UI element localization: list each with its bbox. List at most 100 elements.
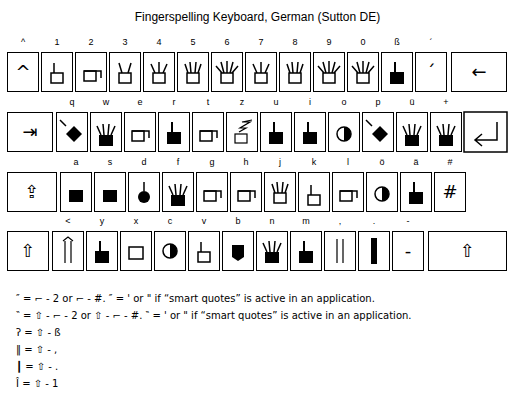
handshape <box>308 185 320 205</box>
key-label: z <box>221 97 263 108</box>
row-three-symbols <box>69 182 423 206</box>
handshape <box>371 238 377 264</box>
key-label: 5 <box>172 37 214 48</box>
handshape <box>129 247 143 259</box>
key-label: ü <box>391 97 433 108</box>
handshape <box>235 120 252 143</box>
key-label: . <box>353 216 395 227</box>
key-label: v <box>183 216 225 227</box>
keyboard-key: ⇧ <box>428 231 507 271</box>
keyboard-key: 6 <box>211 52 243 92</box>
keyboard-key: -- <box>392 231 424 271</box>
keyboard-key: p <box>362 112 394 152</box>
keyboard-key: i <box>294 112 326 152</box>
key-label: f <box>157 157 199 168</box>
keyboard-key: m <box>290 231 322 271</box>
key-glyph: ´ <box>416 53 446 91</box>
keyboard-key: ö <box>366 172 398 212</box>
key-label: # <box>429 157 471 168</box>
keyboard-key: 5 <box>177 52 209 92</box>
key-label: m <box>285 216 327 227</box>
key-glyph: ⇥ <box>8 113 52 151</box>
keyboard-key: k <box>298 172 330 212</box>
keyboard-key: ⇥ <box>7 112 53 152</box>
handshape <box>403 124 421 146</box>
keyboard-key: t <box>192 112 224 152</box>
key-label: q <box>51 97 93 108</box>
key-label: c <box>149 216 191 227</box>
key-label: x <box>115 216 157 227</box>
keyboard-key: o <box>328 112 360 152</box>
footnote: ″ = ⌐ - 2 or ⌐ - #. ″ = ' or " if “smart… <box>16 292 511 305</box>
row-four-symbols <box>63 237 377 264</box>
enter-key <box>464 112 507 152</box>
keyboard-key: s <box>94 172 126 212</box>
key-label: 9 <box>308 37 350 48</box>
key-label: s <box>89 157 131 168</box>
key-label: h <box>225 157 267 168</box>
keyboard-key: f <box>162 172 194 212</box>
footnote: Î = ⇧ - 1 <box>16 377 511 390</box>
keyboard-key: ^^ <box>7 52 39 92</box>
key-label: w <box>85 97 127 108</box>
handshape <box>238 191 255 201</box>
handshape <box>60 120 82 142</box>
key-glyph: ⇧ <box>429 232 506 270</box>
handshape <box>375 187 389 201</box>
keyboard-key: ⇧ <box>7 231 49 271</box>
row-one-symbols <box>51 61 404 84</box>
keyboard-key: < <box>52 231 84 271</box>
keyboard-key: ü <box>396 112 428 152</box>
handshape <box>204 191 221 201</box>
handshape <box>366 120 388 142</box>
handshape <box>198 242 210 262</box>
handshape <box>51 63 63 83</box>
key-label: ß <box>376 37 418 48</box>
handshape <box>269 122 283 144</box>
key-label: ´ <box>410 37 452 48</box>
key-label: t <box>187 97 229 108</box>
handshape <box>138 182 150 203</box>
key-label: + <box>425 97 467 108</box>
key-label: l <box>327 157 369 168</box>
handshape <box>232 245 244 261</box>
key-label: g <box>191 157 233 168</box>
handshape <box>103 190 117 202</box>
keyboard-key: 7 <box>245 52 277 92</box>
keyboard-key: . <box>358 231 390 271</box>
footnote: ‶ = ⇧ - ⌐ - 2 or ⇧ - ⌐ - #. ‶ = ' or " i… <box>16 309 511 322</box>
key-label: j <box>259 157 301 168</box>
footnote: ‖ = ⇧ - , <box>16 343 511 356</box>
footnote: ┃ = ⇧ - . <box>16 360 511 373</box>
handshape <box>318 61 340 83</box>
key-label: b <box>217 216 259 227</box>
key-glyph: # <box>435 173 465 211</box>
keyboard-key: 9 <box>313 52 345 92</box>
handshape <box>287 62 303 83</box>
key-label: - <box>387 216 429 227</box>
handshape <box>337 239 343 263</box>
keyboard-key: ## <box>434 172 466 212</box>
keyboard-key: q <box>56 112 88 152</box>
handshape <box>272 182 288 203</box>
handshape <box>263 241 281 263</box>
key-label: 6 <box>206 37 248 48</box>
keyboard-key: c <box>154 231 186 271</box>
handshape <box>84 71 101 81</box>
handshape <box>163 244 177 258</box>
key-label: 0 <box>342 37 384 48</box>
keyboard-key: 8 <box>279 52 311 92</box>
keyboard-key: h <box>230 172 262 212</box>
key-label: ö <box>361 157 403 168</box>
keyboard-key: d <box>128 172 160 212</box>
keyboard-key: ä <box>400 172 432 212</box>
key-label: 3 <box>104 37 146 48</box>
keyboard-key: 1 <box>41 52 73 92</box>
key-label: 4 <box>138 37 180 48</box>
handshape <box>299 241 313 263</box>
key-label: , <box>319 216 361 227</box>
keyboard-key: ⇪ <box>7 172 57 212</box>
handshape <box>167 122 181 144</box>
key-label: n <box>251 216 293 227</box>
keyboard-key: ß <box>381 52 413 92</box>
